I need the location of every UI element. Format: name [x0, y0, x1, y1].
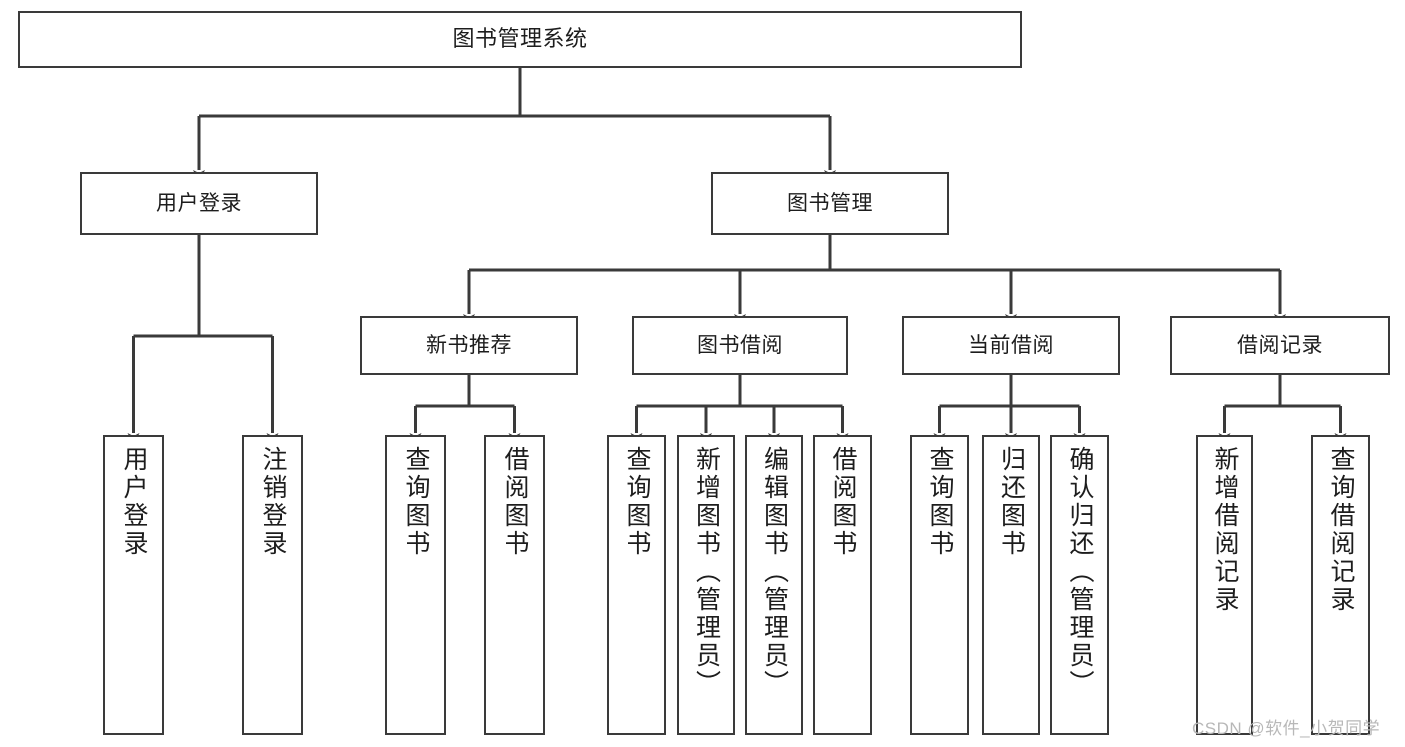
node-label: 用户登录 [156, 191, 242, 215]
node-label: 用户登录 [120, 446, 148, 558]
node-leaf-add-record: 新增借阅记录 [1196, 435, 1253, 735]
node-label: 图书管理系统 [452, 26, 588, 52]
node-label: 注销登录 [259, 446, 287, 558]
node-label: 查询借阅记录 [1327, 446, 1355, 614]
node-label: 借阅图书 [501, 446, 529, 558]
node-label: 归还图书 [997, 446, 1026, 558]
node-leaf-query-book-2: 查询图书 [607, 435, 666, 735]
node-leaf-user-login: 用户登录 [103, 435, 164, 735]
node-label: 图书管理 [787, 191, 873, 215]
node-label: 查询图书 [402, 446, 430, 558]
node-book-borrow: 图书借阅 [632, 316, 848, 375]
node-user-login: 用户登录 [80, 172, 318, 235]
node-leaf-add-book: 新增图书（管理员） [677, 435, 735, 735]
node-label: 借阅图书 [829, 446, 857, 558]
node-leaf-edit-book: 编辑图书（管理员） [745, 435, 803, 735]
node-label: 查询图书 [623, 446, 651, 558]
node-label: 新书推荐 [426, 333, 512, 357]
node-label: 借阅记录 [1237, 333, 1323, 357]
node-label: 图书借阅 [697, 333, 783, 357]
node-leaf-return-book: 归还图书 [982, 435, 1040, 735]
node-label: 新增借阅记录 [1211, 446, 1239, 614]
node-leaf-query-record: 查询借阅记录 [1311, 435, 1370, 735]
node-leaf-confirm-return: 确认归还（管理员） [1050, 435, 1109, 735]
node-leaf-user-logout: 注销登录 [242, 435, 303, 735]
node-label: 查询图书 [926, 446, 954, 558]
node-label: 编辑图书（管理员） [760, 446, 789, 698]
node-leaf-query-book-1: 查询图书 [385, 435, 446, 735]
node-label: 当前借阅 [968, 333, 1054, 357]
node-book-manage: 图书管理 [711, 172, 949, 235]
node-borrow-record: 借阅记录 [1170, 316, 1390, 375]
node-new-book-rec: 新书推荐 [360, 316, 578, 375]
node-label: 确认归还（管理员） [1066, 446, 1094, 698]
node-label: 新增图书（管理员） [692, 446, 721, 698]
node-current-borrow: 当前借阅 [902, 316, 1120, 375]
node-leaf-borrow-book-1: 借阅图书 [484, 435, 545, 735]
node-leaf-query-book-3: 查询图书 [910, 435, 969, 735]
node-leaf-borrow-book-2: 借阅图书 [813, 435, 872, 735]
node-root: 图书管理系统 [18, 11, 1022, 68]
